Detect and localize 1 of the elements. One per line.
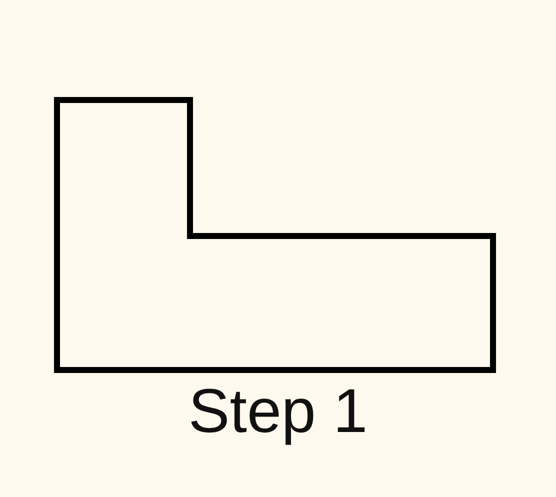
step-caption: Step 1 [188, 381, 368, 443]
